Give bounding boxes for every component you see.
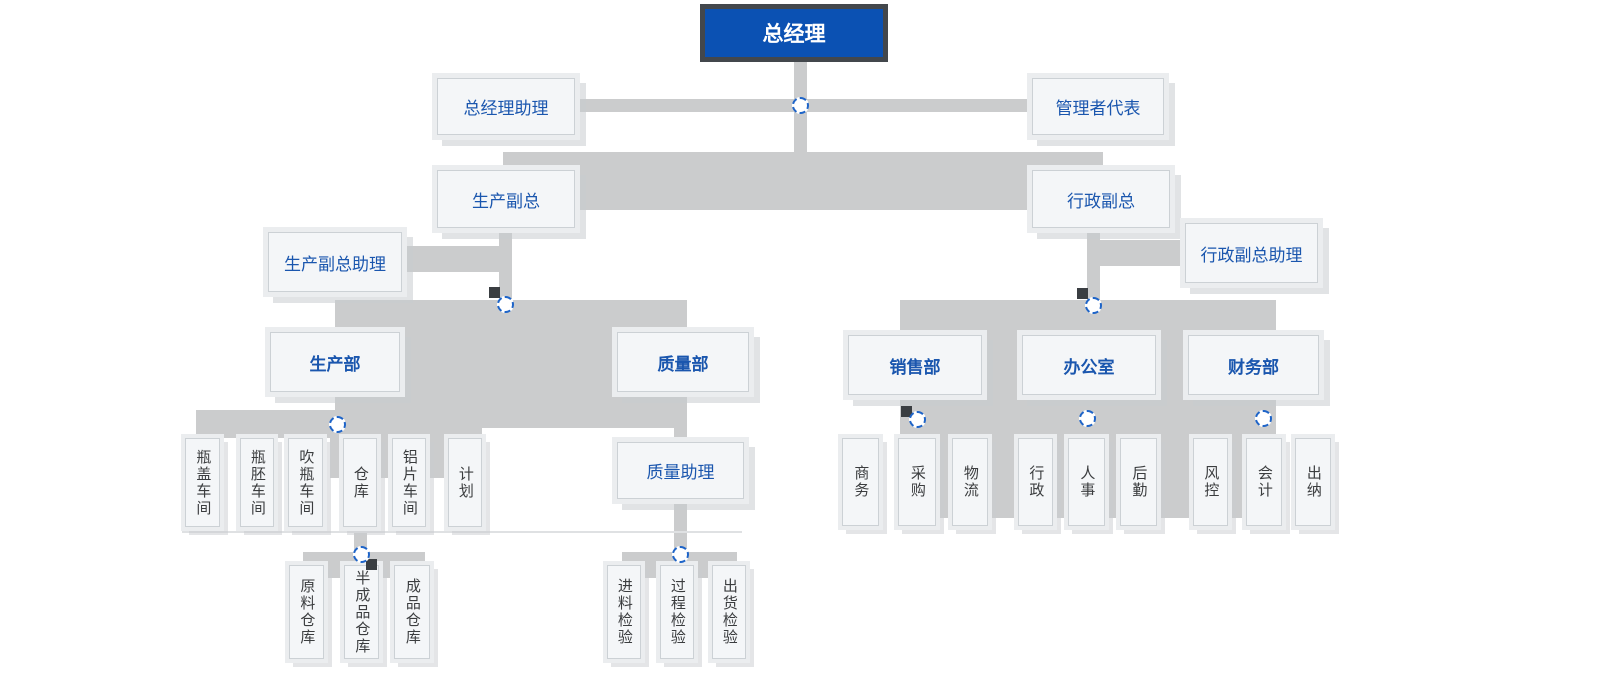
org-node-admin-vp[interactable]: 行政副总 <box>1032 170 1170 228</box>
org-node-admin-vp-assistant[interactable]: 行政副总助理 <box>1185 223 1318 283</box>
org-node-label: 生产副总助理 <box>284 254 386 274</box>
org-node-sales-dept[interactable]: 销售部 <box>848 335 982 395</box>
org-node-gm-assistant[interactable]: 总经理助理 <box>437 78 575 135</box>
connector-admin-vp-assistant <box>1094 240 1185 266</box>
org-node-quality-assistant[interactable]: 质量助理 <box>617 442 744 499</box>
org-node-quality-dept[interactable]: 质量部 <box>617 332 749 392</box>
org-node-label: 会计 <box>1255 465 1273 499</box>
org-node-bottle-cap-workshop[interactable]: 瓶盖车间 <box>185 438 220 527</box>
org-node-aluminum-sheet-workshop[interactable]: 铝片车间 <box>392 438 426 527</box>
org-node-finished-goods-warehouse[interactable]: 成品仓库 <box>394 565 430 659</box>
org-node-risk-control[interactable]: 风控 <box>1193 438 1228 526</box>
junction-toggle-icon[interactable] <box>353 546 370 563</box>
org-node-production-vp[interactable]: 生产副总 <box>437 170 575 228</box>
org-node-label: 进料检验 <box>615 578 633 646</box>
org-node-outgoing-inspection[interactable]: 出货检验 <box>712 565 746 659</box>
org-node-production-dept[interactable]: 生产部 <box>270 332 400 392</box>
org-node-hr[interactable]: 人事 <box>1068 438 1105 526</box>
org-node-preform-workshop[interactable]: 瓶胚车间 <box>240 438 274 527</box>
org-node-label: 出货检验 <box>720 578 738 646</box>
org-node-label: 销售部 <box>889 357 941 377</box>
junction-toggle-icon[interactable] <box>909 411 926 428</box>
connector-quality-assistant-drop <box>674 498 687 550</box>
org-node-label: 铝片车间 <box>400 448 418 517</box>
org-node-label: 原料仓库 <box>298 578 316 646</box>
org-node-label: 物流 <box>961 465 979 499</box>
org-node-incoming-inspection[interactable]: 进料检验 <box>607 565 641 659</box>
connector-warehouse-drop <box>354 522 367 550</box>
junction-toggle-icon[interactable] <box>1255 410 1272 427</box>
junction-toggle-icon[interactable] <box>329 416 346 433</box>
org-node-label: 质量部 <box>657 354 709 374</box>
org-node-label: 人事 <box>1078 465 1096 499</box>
org-node-label: 行政副总助理 <box>1200 245 1303 265</box>
org-node-blow-molding-workshop[interactable]: 吹瓶车间 <box>288 438 323 527</box>
org-node-label: 风控 <box>1202 465 1220 499</box>
org-node-procurement[interactable]: 采购 <box>898 438 936 526</box>
connector-thin-rail <box>182 531 742 533</box>
connector-root-drop-2 <box>794 111 807 158</box>
org-node-label: 生产副总 <box>472 191 540 211</box>
connector-vp-band <box>503 152 1103 210</box>
junction-toggle-icon[interactable] <box>672 546 689 563</box>
org-node-label: 办公室 <box>1063 357 1115 377</box>
org-node-label: 瓶盖车间 <box>194 448 212 517</box>
org-node-label: 出纳 <box>1304 465 1322 499</box>
org-node-label: 吹瓶车间 <box>297 448 315 517</box>
org-node-general-manager[interactable]: 总经理 <box>700 4 888 62</box>
org-node-label: 采购 <box>908 465 926 499</box>
junction-toggle-icon[interactable] <box>497 296 514 313</box>
connector-prod-vp-assistant <box>402 246 502 272</box>
org-node-label: 商务 <box>852 465 870 499</box>
org-node-finance-dept[interactable]: 财务部 <box>1188 335 1319 395</box>
org-node-label: 成品仓库 <box>403 578 421 646</box>
org-node-business[interactable]: 商务 <box>842 438 879 526</box>
org-node-management-representative[interactable]: 管理者代表 <box>1032 78 1164 135</box>
selection-handle <box>901 406 912 417</box>
org-node-planning[interactable]: 计划 <box>448 438 482 527</box>
org-node-label: 行政 <box>1027 465 1045 499</box>
org-node-label: 瓶胚车间 <box>248 448 266 517</box>
org-node-accounting[interactable]: 会计 <box>1246 438 1282 526</box>
org-node-label: 后勤 <box>1130 465 1148 499</box>
connector-root-drop <box>794 62 807 102</box>
org-node-production-vp-assistant[interactable]: 生产副总助理 <box>268 232 402 292</box>
org-node-label: 生产部 <box>309 354 361 374</box>
org-node-label: 质量助理 <box>646 463 715 482</box>
connector-admin-vp-drop <box>1087 226 1100 304</box>
org-node-label: 行政副总 <box>1067 191 1135 211</box>
selection-handle <box>1077 288 1088 299</box>
org-node-label: 总经理助理 <box>463 99 549 118</box>
selection-handle <box>489 287 500 298</box>
org-node-label: 计划 <box>456 465 474 500</box>
org-node-warehouse[interactable]: 仓库 <box>343 438 377 527</box>
org-node-raw-material-warehouse[interactable]: 原料仓库 <box>289 565 324 659</box>
org-node-administration[interactable]: 行政 <box>1018 438 1053 526</box>
connector-prod-vp-drop <box>499 226 512 304</box>
org-node-label: 过程检验 <box>668 578 686 646</box>
org-node-label: 总经理 <box>762 23 826 46</box>
org-node-label: 仓库 <box>351 465 369 500</box>
selection-handle <box>366 559 377 570</box>
junction-toggle-icon[interactable] <box>1085 297 1102 314</box>
org-node-semi-finished-warehouse[interactable]: 半成品仓库 <box>344 565 379 659</box>
org-node-label: 管理者代表 <box>1055 99 1141 118</box>
org-node-office[interactable]: 办公室 <box>1022 335 1156 395</box>
org-node-logistics[interactable]: 物流 <box>952 438 988 526</box>
org-node-cashier[interactable]: 出纳 <box>1295 438 1331 526</box>
junction-toggle-icon[interactable] <box>792 97 809 114</box>
junction-toggle-icon[interactable] <box>1079 410 1096 427</box>
org-node-process-inspection[interactable]: 过程检验 <box>660 565 694 659</box>
org-node-label: 财务部 <box>1228 357 1279 377</box>
org-node-label: 半成品仓库 <box>353 569 371 655</box>
org-node-general-affairs[interactable]: 后勤 <box>1120 438 1157 526</box>
connector-quality-drop <box>674 394 687 444</box>
